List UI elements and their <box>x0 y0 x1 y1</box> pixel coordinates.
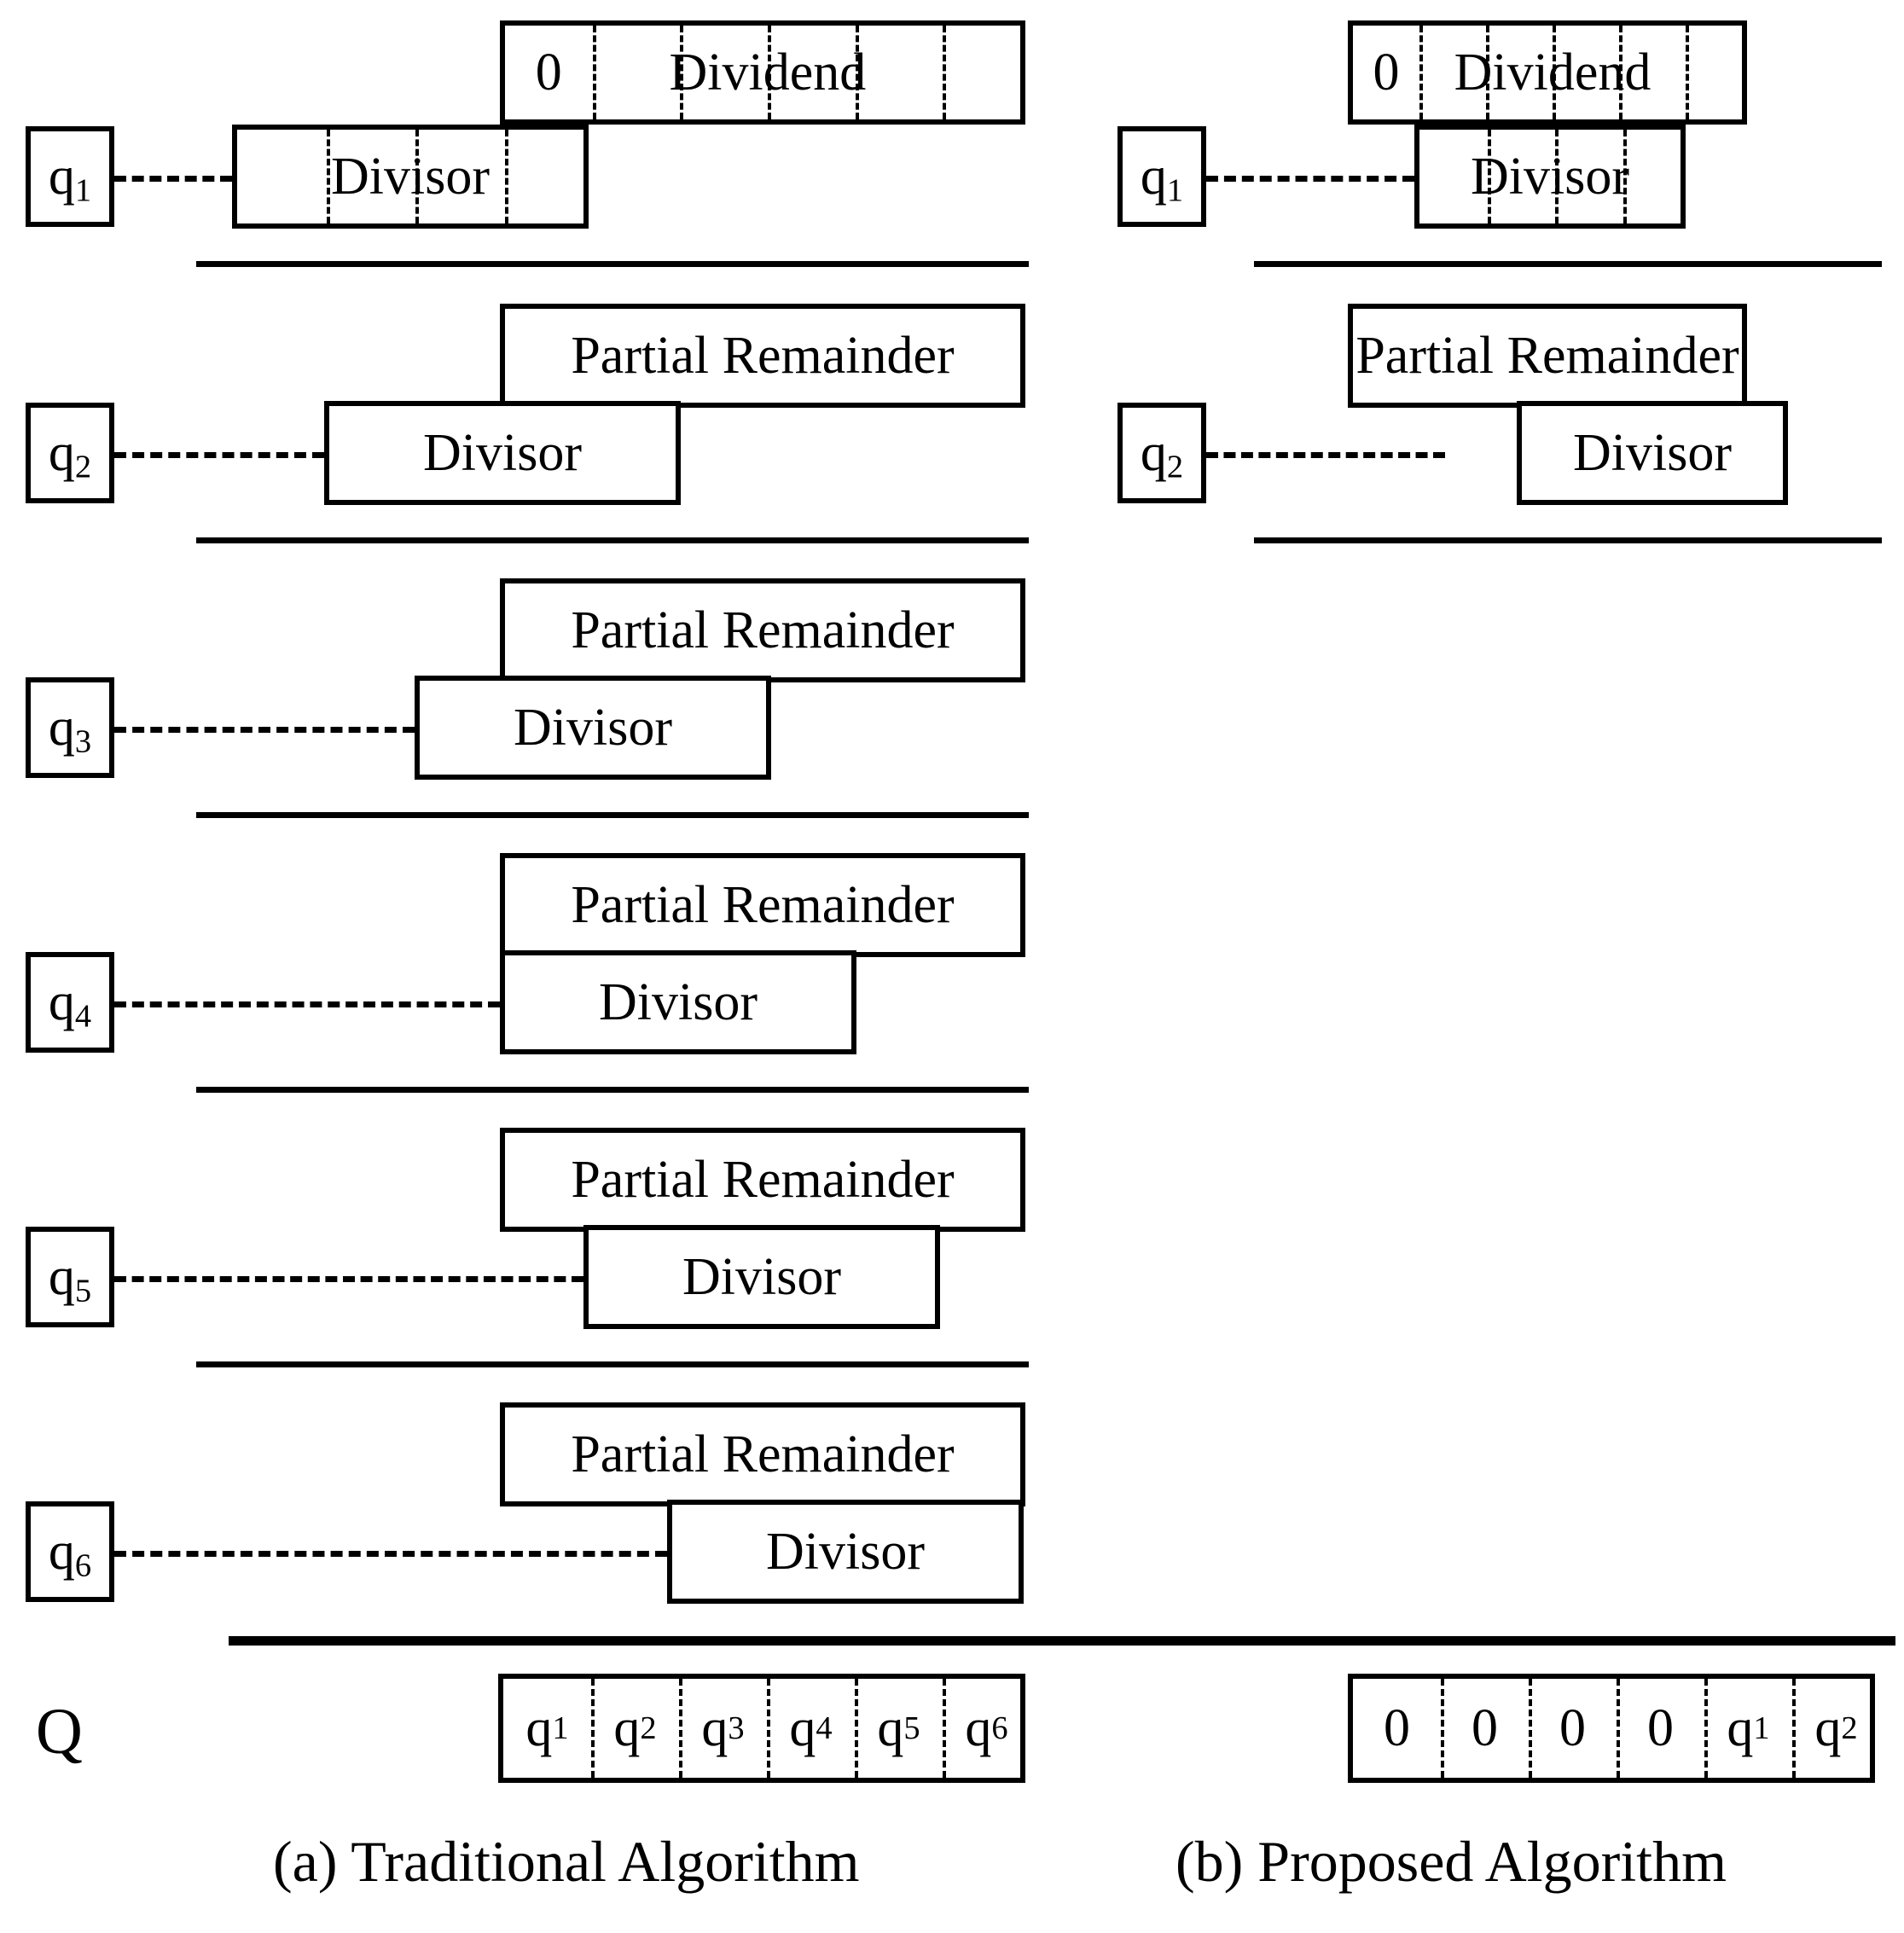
divisor-label-a2: Divisor <box>423 424 582 482</box>
leader-line-b1 <box>1206 176 1414 182</box>
quotient-bit-box-b2: q2 <box>1117 403 1206 503</box>
divisor-box-a3: Divisor <box>415 676 771 780</box>
divisor-label-a1: Divisor <box>331 148 490 206</box>
dividend-zero-label-a1: 0 <box>535 44 562 102</box>
dividend-label-a1: Dividend <box>669 44 867 102</box>
quotient-bit-label-b2: q2 <box>1140 424 1184 485</box>
partial-remainder-box-a2: Partial Remainder <box>500 304 1025 408</box>
quotient-bit-label-a2: q2 <box>48 424 92 485</box>
final-rule-a <box>229 1636 1030 1646</box>
stage-rule-a1 <box>196 261 1029 267</box>
dividend-box-b1: 0 Dividend <box>1348 20 1747 125</box>
quotient-cell-b-3: 0 <box>1559 1698 1586 1757</box>
quotient-bit-label-a6: q6 <box>48 1523 92 1584</box>
leader-line-a5 <box>114 1276 583 1282</box>
divisor-label-a5: Divisor <box>682 1248 841 1306</box>
final-rule-b <box>1030 1636 1895 1646</box>
panel-caption-b: (b) Proposed Algorithm <box>1175 1829 1727 1894</box>
quotient-bit-box-a2: q2 <box>26 403 114 503</box>
quotient-bit-label-a3: q3 <box>48 699 92 760</box>
quotient-bit-box-a1: q1 <box>26 126 114 227</box>
leader-line-b2 <box>1206 452 1445 458</box>
partial-remainder-label-a2: Partial Remainder <box>571 327 955 385</box>
divisor-label-a3: Divisor <box>514 699 672 757</box>
divisor-box-b1: Divisor <box>1414 125 1686 229</box>
quotient-row-label-a: Q <box>36 1696 83 1768</box>
stage-rule-b2 <box>1254 537 1882 543</box>
quotient-bit-box-b1: q1 <box>1117 126 1206 227</box>
partial-remainder-box-a6: Partial Remainder <box>500 1402 1025 1506</box>
divisor-box-a1: Divisor <box>232 125 589 229</box>
dividend-box-a1: 0 Dividend <box>500 20 1025 125</box>
divisor-label-b1: Divisor <box>1471 148 1629 206</box>
divisor-label-a6: Divisor <box>766 1523 925 1581</box>
divisor-box-a5: Divisor <box>583 1225 940 1329</box>
quotient-cell-b-2: 0 <box>1472 1698 1498 1757</box>
partial-remainder-box-b2: Partial Remainder <box>1348 304 1747 408</box>
dividend-zero-label-b1: 0 <box>1373 44 1400 102</box>
leader-line-a3 <box>114 727 415 733</box>
partial-remainder-box-a5: Partial Remainder <box>500 1128 1025 1232</box>
dividend-label-b1: Dividend <box>1454 44 1651 102</box>
quotient-bit-label-a4: q4 <box>48 973 92 1035</box>
divisor-box-a2: Divisor <box>324 401 681 505</box>
stage-rule-a4 <box>196 1087 1029 1093</box>
leader-line-a4 <box>114 1001 500 1007</box>
quotient-bit-box-a3: q3 <box>26 677 114 778</box>
partial-remainder-box-a4: Partial Remainder <box>500 853 1025 957</box>
quotient-bit-label-a1: q1 <box>48 148 92 209</box>
divisor-box-b2: Divisor <box>1517 401 1788 505</box>
quotient-bit-box-a6: q6 <box>26 1501 114 1602</box>
partial-remainder-label-b2: Partial Remainder <box>1355 327 1739 385</box>
panel-caption-a: (a) Traditional Algorithm <box>273 1829 860 1894</box>
divisor-box-a6: Divisor <box>667 1500 1024 1604</box>
quotient-bit-label-b1: q1 <box>1140 148 1184 209</box>
divisor-label-a4: Divisor <box>599 973 758 1031</box>
stage-rule-a5 <box>196 1361 1029 1367</box>
stage-rule-a2 <box>196 537 1029 543</box>
quotient-bit-label-a5: q5 <box>48 1248 92 1309</box>
divisor-box-a4: Divisor <box>500 950 856 1054</box>
leader-line-a6 <box>114 1551 667 1557</box>
partial-remainder-label-a3: Partial Remainder <box>571 601 955 659</box>
quotient-cell-b-4: 0 <box>1647 1698 1674 1757</box>
divisor-label-b2: Divisor <box>1573 424 1732 482</box>
quotient-bit-box-a4: q4 <box>26 952 114 1053</box>
quotient-bit-box-a5: q5 <box>26 1227 114 1327</box>
partial-remainder-box-a3: Partial Remainder <box>500 578 1025 682</box>
quotient-cell-b-1: 0 <box>1384 1698 1410 1757</box>
stage-rule-a3 <box>196 812 1029 818</box>
leader-line-a1 <box>114 176 232 182</box>
partial-remainder-label-a5: Partial Remainder <box>571 1151 955 1209</box>
stage-rule-b1 <box>1254 261 1882 267</box>
partial-remainder-label-a4: Partial Remainder <box>571 876 955 934</box>
partial-remainder-label-a6: Partial Remainder <box>571 1425 955 1483</box>
leader-line-a2 <box>114 452 324 458</box>
